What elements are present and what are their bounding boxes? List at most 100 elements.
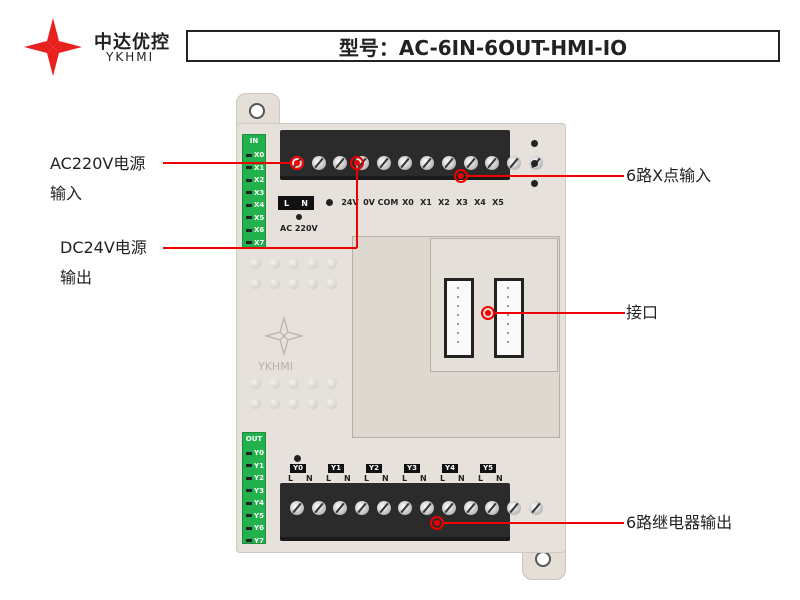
led-icon	[246, 203, 252, 207]
terminal-screw[interactable]	[420, 501, 435, 515]
emboss-bump	[326, 278, 337, 289]
interface-connector-2[interactable]	[494, 278, 524, 358]
led-row: X1	[243, 162, 265, 175]
led-icon	[246, 451, 252, 455]
led-label: X6	[254, 226, 265, 235]
led-label: X2	[254, 176, 265, 185]
relay-l-label: L	[440, 474, 446, 483]
emboss-bump	[250, 378, 261, 389]
indicator-dot	[296, 214, 302, 220]
terminal-label: COM	[377, 198, 399, 207]
terminal-screw[interactable]	[333, 156, 348, 170]
led-icon	[246, 153, 252, 157]
callout-line	[468, 175, 624, 177]
led-icon	[246, 539, 252, 543]
led-row: X0	[243, 149, 265, 162]
terminal-label: X0	[402, 198, 414, 207]
terminal-screw[interactable]	[506, 156, 521, 170]
relay-n-label: N	[382, 474, 389, 483]
relay-group-label: Y5	[480, 464, 496, 473]
led-row: X5	[243, 212, 265, 225]
led-icon	[246, 216, 252, 220]
led-icon	[246, 501, 252, 505]
terminal-screw[interactable]	[485, 156, 500, 170]
callout-marker-icon	[290, 156, 304, 170]
terminal-screw[interactable]	[463, 501, 478, 515]
led-row: Y1	[243, 460, 265, 473]
relay-n-label: N	[420, 474, 427, 483]
indicator-dot	[531, 140, 538, 147]
interface-connector-1[interactable]	[444, 278, 474, 358]
indicator-dot	[531, 160, 538, 167]
emboss-bump	[288, 378, 299, 389]
callout-line	[356, 168, 358, 248]
terminal-screw[interactable]	[441, 156, 456, 170]
emboss-bump	[307, 378, 318, 389]
terminal-screw[interactable]	[290, 501, 304, 515]
indicator-dot	[294, 455, 301, 462]
led-icon	[246, 464, 252, 468]
led-icon	[246, 241, 252, 245]
led-row: X7	[243, 237, 265, 250]
terminal-screw[interactable]	[420, 156, 435, 170]
terminal-screw[interactable]	[506, 501, 521, 515]
terminal-screw[interactable]	[398, 156, 413, 170]
terminal-screw[interactable]	[355, 501, 370, 515]
input-terminal-block	[280, 130, 543, 180]
terminal-screw[interactable]	[441, 501, 456, 515]
relay-l-label: L	[478, 474, 484, 483]
relay-l-label: L	[402, 474, 408, 483]
callout-line	[163, 162, 291, 164]
emboss-bump	[288, 258, 299, 269]
terminal-screw[interactable]	[528, 501, 543, 515]
emboss-bump	[288, 278, 299, 289]
led-icon	[246, 476, 252, 480]
emboss-bump	[250, 258, 261, 269]
emboss-bump	[307, 258, 318, 269]
led-row: Y5	[243, 510, 265, 523]
terminal-screw[interactable]	[311, 501, 326, 515]
emboss-bump	[307, 398, 318, 409]
emboss-bump	[269, 398, 280, 409]
power-label: AC 220V	[280, 224, 318, 233]
callout-dc-output-line1: DC24V电源	[60, 238, 147, 257]
emboss-bump	[326, 378, 337, 389]
led-label: X3	[254, 188, 265, 197]
brand-name-en: YKHMI	[106, 50, 155, 64]
terminal-screw[interactable]	[463, 156, 478, 170]
relay-group-label: Y0	[290, 464, 306, 473]
power-ln-label: L N	[278, 196, 314, 210]
terminal-screw[interactable]	[376, 156, 391, 170]
relay-n-label: N	[496, 474, 503, 483]
led-label: Y0	[254, 449, 264, 458]
led-label: X7	[254, 238, 265, 247]
led-label: Y5	[254, 511, 264, 520]
terminal-screw[interactable]	[311, 156, 326, 170]
emboss-bump	[326, 258, 337, 269]
input-strip-title: IN	[249, 137, 259, 145]
terminal-screw[interactable]	[398, 501, 413, 515]
terminal-screw[interactable]	[485, 501, 500, 515]
callout-line	[444, 522, 624, 524]
callout-marker-icon	[350, 156, 364, 170]
led-label: Y6	[254, 524, 264, 533]
relay-l-label: L	[364, 474, 370, 483]
led-row: Y6	[243, 522, 265, 535]
led-icon	[246, 166, 252, 170]
emboss-bump	[250, 278, 261, 289]
relay-group-label: Y3	[404, 464, 420, 473]
led-icon	[246, 178, 252, 182]
l-label: L	[284, 198, 290, 208]
callout-line	[495, 312, 625, 314]
terminal-screw[interactable]	[333, 501, 348, 515]
terminal-screw[interactable]	[376, 501, 391, 515]
emboss-bump	[288, 398, 299, 409]
emboss-bump	[326, 398, 337, 409]
led-label: Y1	[254, 461, 264, 470]
led-label: Y2	[254, 474, 264, 483]
led-row: X3	[243, 187, 265, 200]
led-icon	[246, 191, 252, 195]
led-icon	[246, 526, 252, 530]
led-label: X5	[254, 213, 265, 222]
